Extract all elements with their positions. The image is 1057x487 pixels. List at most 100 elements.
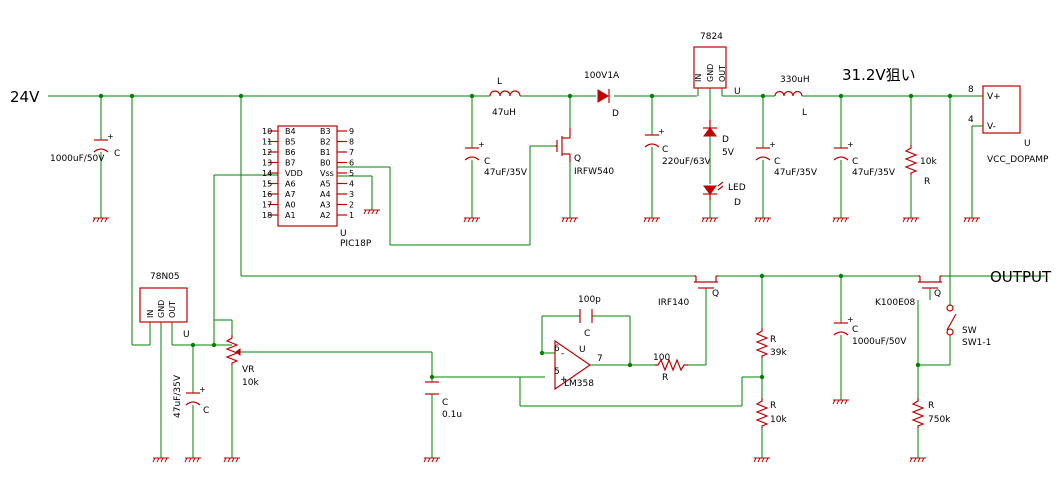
svg-text:D: D [612,109,619,119]
inductor-l2: 330uH L [774,75,810,118]
pic-pin-name: A6 [285,180,296,189]
svg-text:R: R [924,177,930,187]
ground-symbol [184,457,201,463]
ground-symbol [832,217,849,223]
svg-text:+: + [658,127,665,136]
net-label-output-voltage: 31.2V狙い [842,66,916,84]
regulator-78n05: 78N05 IN GND OUT U [139,272,190,340]
pic-pin-number: 18 [262,211,272,220]
pic-pin-name: A2 [320,211,331,220]
svg-text:L: L [802,108,807,118]
svg-text:C: C [584,329,590,339]
svg-text:10k: 10k [242,378,259,388]
grounds [92,209,980,463]
svg-text:-: - [561,349,564,359]
regulator-7824: 7824 IN GND OUT U [693,32,741,97]
svg-text:U: U [1024,139,1031,149]
svg-text:C: C [114,149,120,159]
pic-pin-number: 3 [349,190,354,199]
ground-symbol [963,217,980,223]
pic-pin-number: 5 [349,169,354,178]
pic-pin-name: A4 [320,190,331,199]
pic-pin-name: VDD [285,169,303,178]
resistor-r4: R 750k [911,398,951,428]
svg-text:8: 8 [968,85,974,95]
svg-text:5V: 5V [722,148,735,158]
net-label-output: OUTPUT [990,268,1052,286]
resistor-r3: R 10k [755,398,787,428]
svg-text:SW1-1: SW1-1 [962,338,991,348]
zener-d2: D 5V [703,120,735,184]
resistor-r2: R 39k [755,328,787,358]
svg-text:+: + [560,375,568,385]
ground-symbol [832,399,849,405]
svg-text:R: R [928,401,934,411]
inductor-l1: L 47uH [489,77,521,118]
svg-text:7824: 7824 [700,32,723,42]
resistor-r1: 10k R [904,145,937,187]
capacitor-c4: + C 47uF/35V [755,140,818,178]
pic-pin-name: B0 [320,159,331,168]
svg-text:0.1u: 0.1u [442,410,462,420]
svg-text:R: R [770,335,776,345]
svg-text:LED: LED [728,183,746,193]
svg-text:U: U [579,345,586,355]
pic-pin-number: 10 [262,127,272,136]
svg-text:LM358: LM358 [564,379,594,389]
ground-symbol [223,457,240,463]
svg-text:+: + [199,385,206,394]
svg-text:C: C [774,157,780,167]
svg-text:OUT: OUT [718,65,727,82]
ground-symbol [363,209,380,215]
svg-text:10k: 10k [770,415,787,425]
svg-text:100: 100 [653,353,670,363]
ground-symbol [909,457,926,463]
svg-text:IN: IN [146,310,155,318]
pic-pin-number: 11 [262,138,272,147]
svg-text:Q: Q [934,289,941,299]
mosfet-q1: Q IRFW540 [555,128,614,177]
svg-text:5: 5 [554,367,560,377]
wires [48,88,1045,458]
svg-text:R: R [662,373,668,383]
pic-pin-number: 15 [262,180,272,189]
svg-text:L: L [497,77,502,87]
svg-text:SW: SW [962,326,977,336]
svg-text:V+: V+ [987,92,1001,102]
svg-text:+: + [478,140,485,149]
pic-pin-number: 9 [349,127,354,136]
mosfet-q2: IRF140 Q [658,275,719,308]
junctions [98,93,953,380]
svg-text:K100E08: K100E08 [875,298,915,308]
svg-text:VR: VR [242,365,254,375]
svg-text:Q: Q [712,289,719,299]
svg-text:V-: V- [987,122,996,132]
pic-pin-name: B4 [285,127,296,136]
svg-text:6: 6 [554,344,560,354]
opamp-lm358: - + 6 5 7 U LM358 [554,339,603,391]
svg-text:PIC18P: PIC18P [340,239,372,249]
svg-text:VCC_DOPAMP: VCC_DOPAMP [987,155,1049,165]
svg-text:47uF/35V: 47uF/35V [774,168,818,178]
capacitor-c8: 100p C [578,295,601,339]
switch-sw: SW SW1-1 [946,304,991,348]
resistor-r5: 100 R [653,353,688,383]
svg-text:47uH: 47uH [492,108,516,118]
ground-symbol [463,217,480,223]
svg-text:IRF140: IRF140 [658,298,690,308]
svg-text:U: U [734,87,741,97]
svg-text:100p: 100p [578,295,601,305]
capacitor-c2: + C 47uF/35V [464,140,528,178]
capacitor-c5: + C 47uF/35V [833,140,896,178]
svg-text:+: + [107,132,114,141]
svg-text:C: C [662,145,668,155]
pic-pin-name: A7 [285,190,296,199]
svg-text:C: C [203,406,209,416]
ground-symbol [753,457,770,463]
svg-text:IN: IN [694,74,703,82]
pic-pin-name: A3 [320,201,331,210]
svg-text:C: C [484,157,490,167]
pic-pin-number: 2 [349,201,354,210]
